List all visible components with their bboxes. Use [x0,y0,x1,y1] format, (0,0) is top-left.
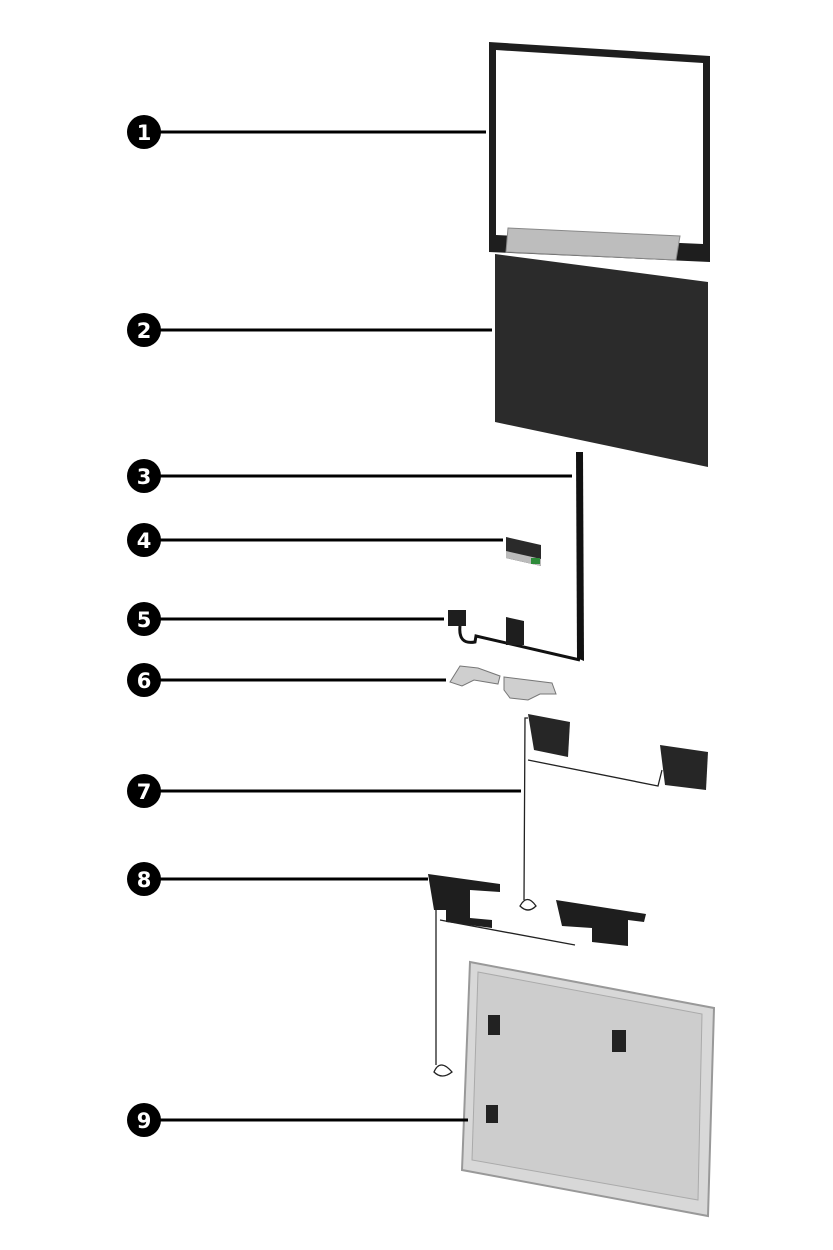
callout-number: 2 [137,319,152,343]
callout-6: 6 [127,663,446,697]
callout-4: 4 [127,523,503,557]
callout-number: 3 [137,465,152,489]
callout-circle [127,1103,161,1137]
callout-number: 8 [137,868,152,892]
display-back-cover [460,960,716,1218]
callout-circle [127,115,161,149]
callout-number: 4 [137,529,152,553]
callout-number: 5 [137,608,152,632]
callout-number: 1 [137,121,152,145]
callout-7: 7 [127,774,521,808]
callout-number: 9 [137,1109,152,1133]
display-cable [576,452,584,661]
callout-circle [127,602,161,636]
callout-circle [127,862,161,896]
callout-number: 7 [137,780,152,804]
display-hinges [449,665,557,701]
callout-8: 8 [127,862,428,896]
camera-cable [448,610,581,662]
camera-module [506,537,541,566]
display-bezel [489,42,710,262]
callout-circle [127,313,161,347]
wwan-antenna [428,874,646,1077]
callout-number: 6 [137,669,152,693]
callout-circle [127,523,161,557]
callout-5: 5 [127,602,444,636]
callout-2: 2 [127,313,492,347]
callout-1: 1 [127,115,486,149]
display-panel-shape [495,254,708,467]
callout-circle [127,774,161,808]
callout-circle [127,663,161,697]
callout-circle [127,459,161,493]
callout-3: 3 [127,459,572,493]
wlan-antenna [519,714,708,911]
callout-9: 9 [127,1103,468,1137]
